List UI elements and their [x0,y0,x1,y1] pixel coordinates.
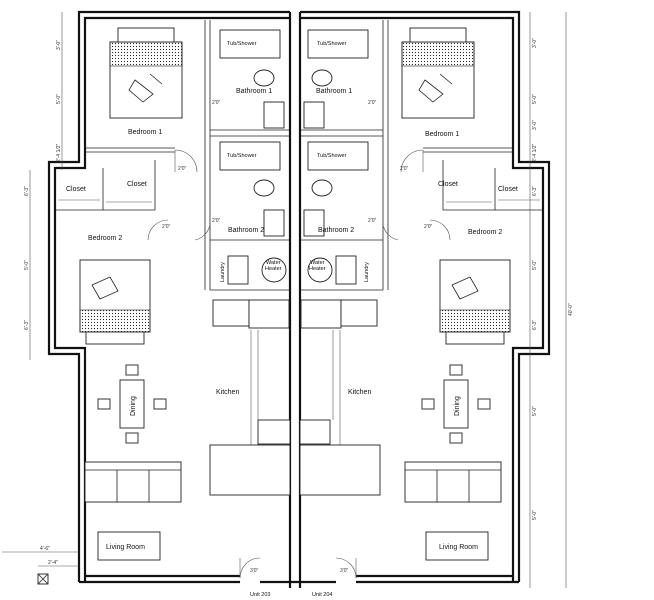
dim-left-0: 6'-3" [24,186,30,196]
dim-door-2: 2'0" [400,166,409,172]
label-tub-3: Tub/Shower [227,153,257,159]
dim-door-3: 2'0" [162,224,171,230]
label-closet-1: Closet [66,186,86,193]
label-laundry-right: Laundry [364,262,370,282]
label-water-heater-2-a: Water [310,260,325,266]
dim-right-5: 5'-0" [532,260,538,270]
label-tub-2: Tub/Shower [317,41,347,47]
dim-right-0: 3'-0" [532,38,538,48]
doors [147,149,451,579]
room-labels: Bedroom 1 Bedroom 1 Bedroom 2 Bedroom 2 … [66,41,518,598]
dim-left-2: 6'-3" [24,320,30,330]
sofas [84,461,502,503]
dim-door-5: 2'0" [212,218,221,224]
dim-right-4: 6'-3" [532,186,538,196]
dim-top-1: 5'-0" [56,94,62,104]
label-water-heater-1-a: Water [266,260,281,266]
label-kitchen-left: Kitchen [216,389,239,396]
label-dining-right: Dining [454,396,461,416]
dim-door-8: 2'0" [368,100,377,106]
dim-top-2: 2'-4 1/2" [56,143,62,162]
dining-sets [97,364,491,444]
living-room-boxes [97,531,489,561]
dim-top-0: 3'-0" [56,40,62,50]
label-unit-right: Unit 204 [312,592,333,598]
dim-bottom-1: 2'-4" [48,560,58,566]
label-water-heater-1-b: Heater [265,266,282,272]
dim-door-4: 2'0" [424,224,433,230]
dim-entry-right: 3'0" [340,568,349,574]
dim-right-6: 6'-3" [532,320,538,330]
x-box-icon [37,573,49,585]
label-water-heater-2-b: Heater [309,266,326,272]
label-tub-4: Tub/Shower [317,153,347,159]
label-bedroom-2-left: Bedroom 2 [88,235,122,242]
dim-right-1: 5'-0" [532,94,538,104]
label-closet-2: Closet [127,181,147,188]
dim-entry-left: 3'0" [250,568,259,574]
bed-bedroom-1-left [109,27,183,119]
label-closet-3: Closet [438,181,458,188]
label-living-room-right: Living Room [439,544,478,551]
bed-bedroom-2-left [79,259,151,345]
label-living-room-left: Living Room [106,544,145,551]
label-unit-left: Unit 203 [250,592,271,598]
dim-right-7: 5'-0" [532,406,538,416]
dim-bottom-0: 4'-6" [40,546,50,552]
dim-door-6: 2'0" [368,218,377,224]
label-tub-1: Tub/Shower [227,41,257,47]
label-laundry-left: Laundry [220,262,226,282]
kitchen-counters [209,299,381,496]
bed-bedroom-1-right [401,27,475,119]
bed-bedroom-2-right [439,259,511,345]
dim-left-1: 5'-0" [24,260,30,270]
closet-shelves [58,199,540,203]
dim-door-7: 2'0" [212,100,221,106]
bath-fixtures [219,29,369,285]
label-bathroom-1-right: Bathroom 1 [316,88,352,95]
dim-right-8: 5'-0" [532,510,538,520]
dim-right-total: 40'-0" [568,303,574,316]
label-kitchen-right: Kitchen [348,389,371,396]
label-bedroom-1-left: Bedroom 1 [128,129,162,136]
label-bedroom-1-right: Bedroom 1 [425,131,459,138]
dim-right-2: 3'-0" [532,120,538,130]
label-bedroom-2-right: Bedroom 2 [468,229,502,236]
label-bathroom-2-left: Bathroom 2 [228,227,264,234]
label-dining-left: Dining [130,396,137,416]
interior-walls [55,20,543,360]
label-closet-4: Closet [498,186,518,193]
dimension-lines [2,12,567,588]
dimension-labels: 3'-0" 5'-0" 2'-4 1/2" 6'-3" 5'-0" 6'-3" … [24,38,574,574]
label-bathroom-1-left: Bathroom 1 [236,88,272,95]
dim-right-3: 2'-4 1/2" [532,143,538,162]
label-bathroom-2-right: Bathroom 2 [318,227,354,234]
dim-door-1: 2'0" [178,166,187,172]
